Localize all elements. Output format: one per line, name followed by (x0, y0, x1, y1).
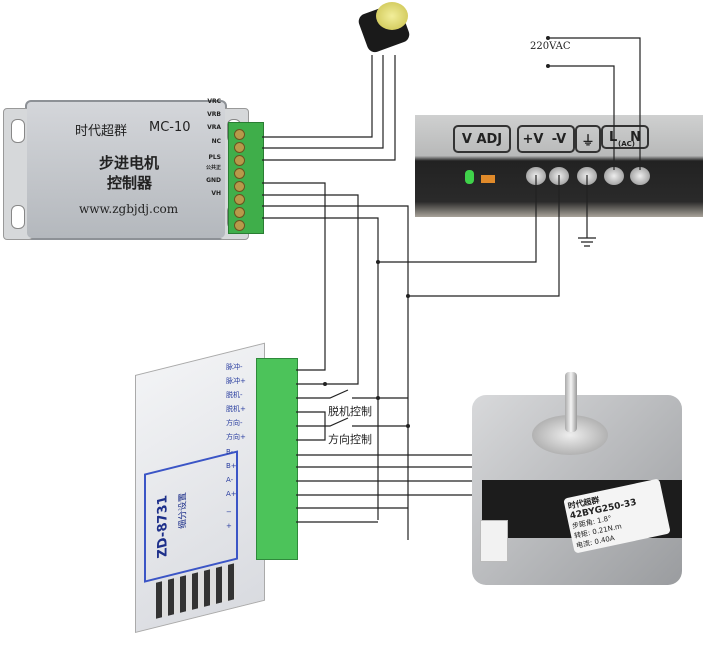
pin-offline-plus: 脱机+ (226, 405, 246, 413)
pin-vra: VRA (207, 124, 221, 131)
wire-pulse-minus (262, 182, 326, 371)
controller-website: www.zgbjdj.com (79, 202, 179, 216)
pin-b-minus: B- (226, 448, 234, 456)
motor-shaft (565, 372, 577, 432)
wire-psu-plus (378, 175, 537, 263)
pin-gnd: GND (206, 177, 221, 184)
ground-symbol (578, 175, 596, 247)
wire-gnd (262, 205, 409, 540)
pin-power-minus: − (226, 508, 232, 516)
controller-title: 步进电机 (99, 154, 160, 172)
pin-offline-minus: 脱机- (226, 391, 243, 399)
label-ground: ⏚ (575, 125, 601, 153)
controller-brand: 时代超群 (75, 124, 128, 139)
pin-b-plus: B+ (226, 462, 237, 470)
wire-ac-l (548, 65, 615, 170)
pin-dir-plus: 方向+ (226, 433, 246, 441)
wire-vh (262, 217, 379, 520)
driver-pin-labels: 脉冲- 脉冲+ 脱机- 脱机+ 方向- 方向+ B- B+ A- A+ − + (226, 362, 254, 562)
driver-terminal-block (256, 358, 298, 560)
motor-connector (480, 520, 508, 562)
wire-psu-minus (408, 175, 560, 297)
wire-pot-nc (262, 55, 396, 161)
wire-ac-n (548, 37, 641, 170)
pin-nc: NC (211, 138, 221, 145)
label-minus-v: -V (545, 125, 575, 153)
pin-a-minus: A- (226, 476, 234, 484)
ac-input-label: 220VAC (530, 41, 571, 52)
pin-pulse-minus: 脉冲- (226, 363, 243, 371)
pin-pls: PLS (208, 154, 221, 161)
wire-pot-vra (262, 55, 384, 149)
pin-vrb: VRB (207, 111, 221, 118)
switch-direction (296, 417, 408, 427)
wire-pot-vrb (262, 55, 373, 138)
label-ac: (AC) (618, 140, 635, 148)
pin-common: 公共正 (205, 165, 221, 171)
pin-vrc: VRC (207, 98, 221, 105)
pin-a-plus: A+ (226, 490, 237, 498)
controller-subtitle: 控制器 (107, 174, 153, 192)
controller-terminal-block (228, 122, 264, 234)
wire-common (296, 411, 326, 441)
switch-offline (296, 389, 408, 399)
label-n: N (630, 129, 641, 145)
direction-control-label: 方向控制 (328, 433, 372, 446)
pin-pulse-plus: 脉冲+ (226, 377, 246, 385)
potentiometer (356, 1, 412, 55)
label-plus-v: +V (517, 125, 547, 153)
pin-dir-minus: 方向- (226, 419, 243, 427)
label-l: L (609, 129, 618, 145)
pin-vh: VH (211, 190, 221, 197)
pin-power-plus: + (226, 522, 232, 530)
wire-pulse-plus (262, 194, 359, 385)
label-vadj: V ADJ (453, 125, 511, 153)
offline-control-label: 脱机控制 (328, 405, 372, 418)
controller-model: MC-10 (149, 120, 191, 135)
